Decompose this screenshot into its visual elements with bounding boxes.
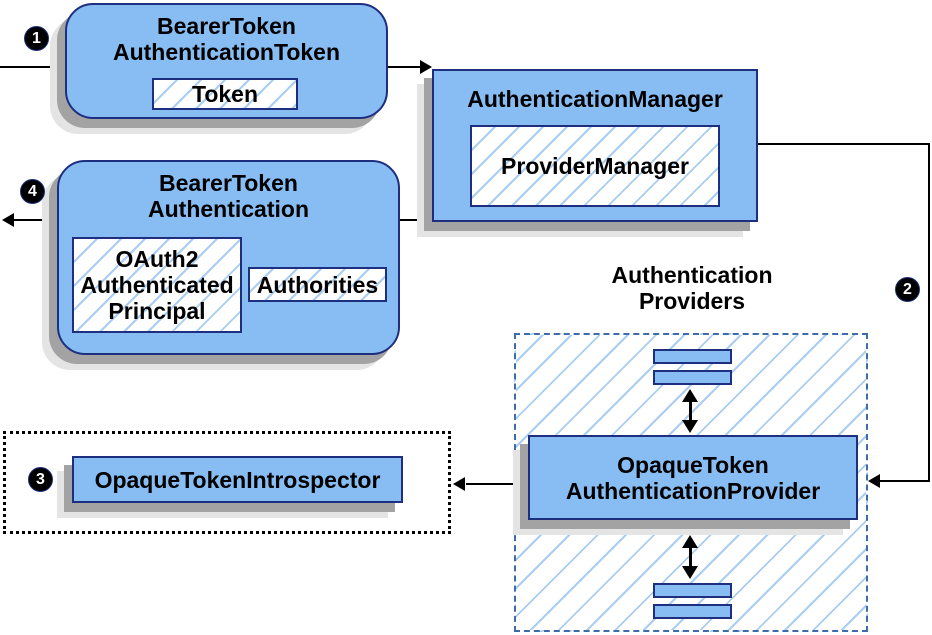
arrow-step2-head [868,474,880,488]
label-line2: Providers [638,288,746,314]
provider-manager-box: ProviderManager [470,125,720,207]
authentication-providers-label: Authentication Providers [557,262,827,314]
authorities-label: Authorities [256,271,379,298]
provider-bar [653,583,732,598]
opaque-token-authentication-provider-title: OpaqueToken AuthenticationProvider [566,452,820,504]
label-line1: Authentication [611,262,773,288]
step2-number: 2 [903,280,912,298]
arrow-down-head [682,566,698,579]
principal-line2: Authenticated [80,272,234,298]
bearer-token-authentication-token-title: BearerToken AuthenticationToken [67,5,386,65]
step3-number: 3 [36,470,45,488]
opaque-token-introspector-node: OpaqueTokenIntrospector [72,456,403,503]
arrow-step2-horizontal-bottom [880,480,930,482]
oauth2-authenticated-principal-box: OAuth2 Authenticated Principal [72,237,242,333]
title-line1: AuthenticationManager [467,86,723,112]
provider-bar [653,370,732,385]
title-line2: Authentication [148,196,309,222]
authorities-box: Authorities [248,267,387,302]
arrow-to-authentication-manager-line [388,66,420,68]
arrow-step2-vertical [928,143,930,482]
arrow-step4-out-line [14,219,58,221]
title-line2: AuthenticationProvider [565,477,821,504]
introspector-container [3,431,451,534]
authentication-manager-title: AuthenticationManager [434,86,756,112]
title-line2: AuthenticationToken [112,39,340,65]
introspector-label: OpaqueTokenIntrospector [94,466,381,493]
step2-badge: 2 [895,277,920,302]
title-line1: BearerToken [159,170,298,196]
arrow-step3-head [453,477,465,491]
arrow-shaft [688,402,692,420]
arrow-step4-out-head [2,213,14,227]
arrow-step2-horizontal-top [758,143,930,145]
arrow-to-authentication-manager-head [420,60,432,74]
title-line1: BearerToken [157,13,296,39]
token-label: Token [191,81,259,107]
bearer-token-authentication-title: BearerToken Authentication [59,162,398,222]
step3-badge: 3 [28,467,53,492]
arrow-up-head [682,535,698,548]
double-arrow-top [681,389,699,433]
title-line1: OpaqueToken [617,451,769,478]
opaque-token-authentication-provider-node: OpaqueToken AuthenticationProvider [528,435,858,520]
provider-manager-label: ProviderManager [501,153,689,179]
principal-line1: OAuth2 [115,246,199,272]
bearer-token-authentication-token-node: BearerToken AuthenticationToken Token [65,3,388,119]
token-box: Token [152,78,298,110]
opaque-token-introspector-title: OpaqueTokenIntrospector [95,467,381,493]
step1-badge: 1 [24,26,49,51]
principal-line3: Principal [108,298,206,324]
authentication-manager-node: AuthenticationManager ProviderManager [432,69,758,222]
arrow-step3-line [466,483,530,485]
step4-badge: 4 [20,179,45,204]
step1-number: 1 [32,29,41,47]
provider-bar [653,349,732,364]
arrow-step1-in-line [0,66,65,68]
arrow-shaft [688,548,692,566]
arrow-return-line [400,219,432,221]
provider-bar [653,604,732,619]
arrow-down-head [682,420,698,433]
bearer-token-authentication-node: BearerToken Authentication OAuth2 Authen… [57,160,400,355]
step4-number: 4 [28,182,37,200]
arrow-up-head [682,389,698,402]
double-arrow-bottom [681,535,699,579]
